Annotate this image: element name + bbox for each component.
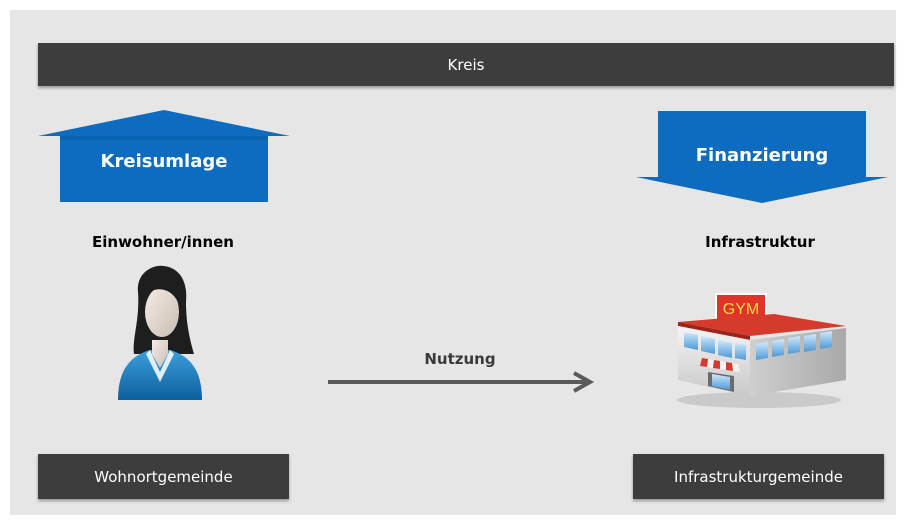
slide-background xyxy=(10,10,896,515)
infrastrukturgemeinde-label: Infrastrukturgemeinde xyxy=(674,467,843,486)
wohnortgemeinde-bar: Wohnortgemeinde xyxy=(38,454,289,499)
finanzierung-label: Finanzierung xyxy=(695,145,829,166)
einwohner-heading: Einwohner/innen xyxy=(92,233,234,251)
kreisumlage-label: Kreisumlage xyxy=(100,151,228,172)
finanzierung-down-arrow xyxy=(636,111,888,203)
gym-building-icon: GYM xyxy=(677,293,846,408)
wohnortgemeinde-label: Wohnortgemeinde xyxy=(94,467,233,486)
person-icon xyxy=(118,265,202,400)
infrastruktur-heading: Infrastruktur xyxy=(705,233,815,251)
kreis-label: Kreis xyxy=(447,55,485,74)
kreis-bar: Kreis xyxy=(38,43,894,86)
infrastrukturgemeinde-bar: Infrastrukturgemeinde xyxy=(633,454,884,499)
gym-sign-text: GYM xyxy=(723,301,759,318)
kreisumlage-up-arrow xyxy=(38,110,290,202)
nutzung-label: Nutzung xyxy=(424,350,496,368)
nutzung-arrow xyxy=(328,371,595,393)
